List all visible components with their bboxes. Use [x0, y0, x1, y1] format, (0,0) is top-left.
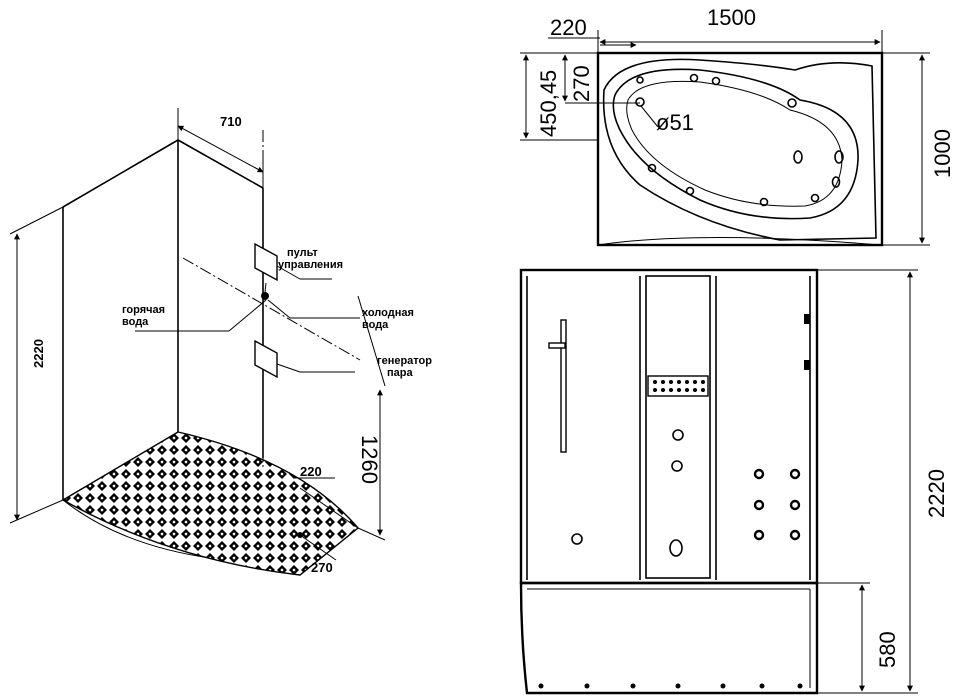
apron-feet [538, 683, 803, 689]
dim-depth: 1000 [930, 129, 955, 178]
label-control-panel-2: управления [278, 259, 343, 271]
label-hot-water-2: вода [122, 316, 149, 328]
overhead-shower [647, 375, 709, 397]
centre-line-horizontal [182, 257, 361, 361]
dim-base: 580 [875, 631, 900, 668]
jet-icon [759, 197, 769, 207]
jet-icon [789, 499, 801, 511]
dim-b: 270 [569, 65, 594, 102]
label-cold-water-1: холодная [362, 307, 414, 319]
dim-inner-height: 1260 [357, 435, 382, 484]
dim-length: 1500 [707, 5, 756, 30]
tray-lip [62, 499, 211, 559]
label-control-panel-1: пульт [287, 247, 318, 259]
jet-icon [635, 97, 645, 107]
plan-outline [596, 51, 884, 247]
shower-holder [548, 342, 566, 349]
jet-icon [810, 193, 820, 203]
dim-offset-top: 220 [550, 15, 587, 40]
jet-icon [753, 499, 765, 511]
jet-icon [831, 176, 841, 188]
label-hot-water-1: горячая [122, 304, 165, 316]
shower-rail [560, 319, 567, 453]
faucet-icon [261, 292, 269, 300]
label-steam-gen-1: генератор [377, 355, 432, 367]
isometric-view: 710 2220 1260 220 270 пульт управления г… [9, 108, 432, 576]
label-cold-water-2: вода [362, 319, 389, 331]
jet-icon [787, 98, 797, 108]
jet-icon [669, 539, 683, 557]
dim-diameter: ø51 [656, 110, 694, 135]
front-view: 2220 580 [519, 268, 949, 695]
jet-icon [711, 76, 721, 86]
dim-width: 710 [220, 114, 242, 129]
jet-icon [689, 73, 699, 83]
left-wall-top [62, 139, 179, 208]
dim-height: 2220 [31, 339, 46, 368]
jet-icon [789, 529, 801, 541]
jet-icon [789, 468, 801, 480]
label-steam-gen-2: пара [387, 367, 413, 379]
jet-icon [793, 150, 803, 164]
control-panel-box [254, 242, 278, 282]
jet-icon [672, 429, 684, 441]
tub-inner-floor [626, 80, 843, 207]
jet-icon [834, 150, 844, 164]
dim-front-height: 2220 [924, 469, 949, 518]
jet-icon [647, 163, 657, 173]
tub-apron [519, 581, 819, 695]
right-wall-top [177, 139, 264, 189]
centre-panel [645, 275, 711, 579]
drain-icon [297, 532, 303, 538]
tub-outer-rim [602, 58, 877, 241]
dim-offset-b: 270 [311, 560, 333, 575]
top-view: 1500 220 1000 450,45 270 ø51 [520, 5, 955, 247]
shower-tray [61, 431, 359, 576]
steam-generator-box [254, 339, 278, 379]
tub-basin [612, 68, 859, 220]
jet-icon [636, 76, 644, 84]
jet-icon [671, 460, 683, 472]
dim-offset-a: 220 [300, 464, 322, 479]
jet-icon [685, 186, 695, 196]
jet-icon [753, 468, 765, 480]
dim-a: 450,45 [536, 70, 561, 137]
jet-icon [753, 529, 765, 541]
drain-icon [571, 533, 583, 545]
